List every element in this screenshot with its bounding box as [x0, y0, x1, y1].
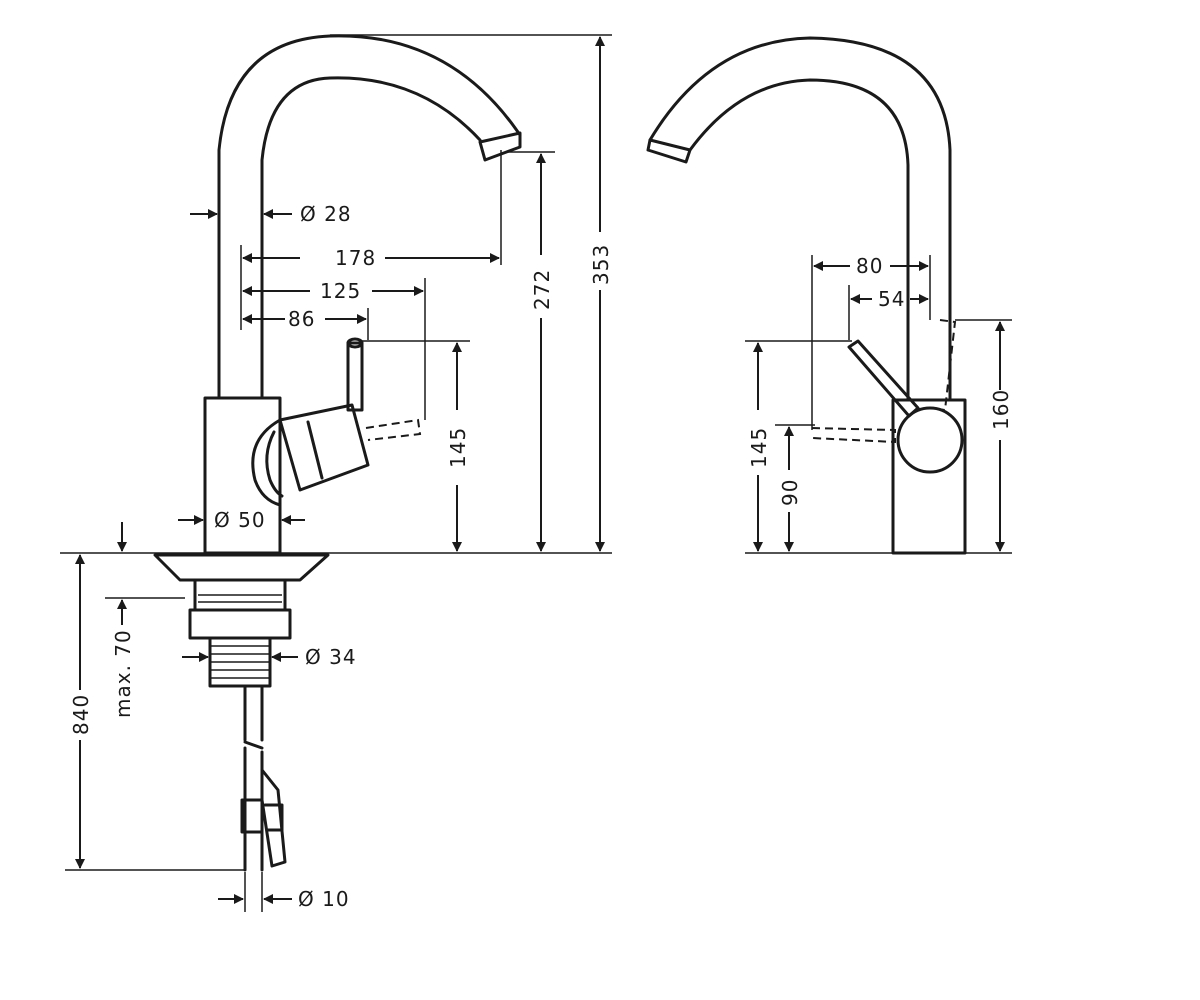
lever: [346, 341, 364, 412]
side-dimensions: 80 54 145 90 160: [745, 254, 1013, 554]
dim-spout-reach: 178: [335, 246, 376, 270]
body-recess: [251, 418, 282, 507]
spout-inner: [260, 76, 482, 400]
dim-lever-height: 145: [446, 427, 470, 468]
side-spout-inner: [688, 78, 910, 402]
dim-spout-height: 272: [530, 269, 554, 310]
dim-side-lever-offset-small: 54: [878, 287, 905, 311]
dim-body-diameter: Ø 50: [214, 508, 266, 532]
dim-hose-diameter: Ø 10: [298, 887, 350, 911]
dim-side-lever-offset: 80: [856, 254, 883, 278]
hose-fitting-right: [263, 803, 284, 832]
dim-side-lever-up-height: 160: [989, 389, 1013, 430]
hose-right: [260, 768, 287, 868]
dim-side-lever-low: 90: [778, 479, 802, 506]
dim-lever-reach-open: 125: [320, 279, 361, 303]
thread-nut: [188, 608, 292, 640]
lever-cap: [346, 337, 364, 349]
spout-outer: [217, 34, 522, 400]
hose-fitting-left: [240, 798, 264, 834]
hose-left: [243, 684, 264, 742]
dim-side-lever-height: 145: [747, 427, 771, 468]
dim-max-counter-thickness: max. 70: [111, 629, 135, 718]
front-view: [153, 34, 522, 872]
side-lever: [847, 339, 920, 418]
side-spout-outer: [648, 36, 952, 402]
body-recess-inner: [265, 430, 284, 498]
dim-total-height: 353: [589, 244, 613, 285]
lever-alt-dashed: [365, 418, 422, 441]
base-plate: [153, 553, 330, 582]
front-dimensions: Ø 28 178 125 86 145 272 353: [60, 34, 613, 912]
dim-spout-diameter: Ø 28: [300, 202, 352, 226]
side-view: [646, 36, 967, 555]
hose-break: [243, 740, 264, 750]
lever-cartridge: [278, 403, 370, 492]
side-cartridge: [896, 406, 964, 474]
dim-lever-reach: 86: [288, 307, 315, 331]
thread-lines: [198, 594, 282, 679]
hose-lower: [243, 746, 264, 872]
lever-cartridge-ring: [306, 420, 324, 480]
spout-tip: [478, 131, 522, 162]
dim-hose-length: 840: [69, 694, 93, 735]
side-lever-alt-down: [811, 427, 896, 444]
side-spout-tip: [646, 138, 692, 164]
dim-thread-diameter: Ø 34: [305, 645, 357, 669]
side-lever-alt-up: [929, 319, 957, 412]
